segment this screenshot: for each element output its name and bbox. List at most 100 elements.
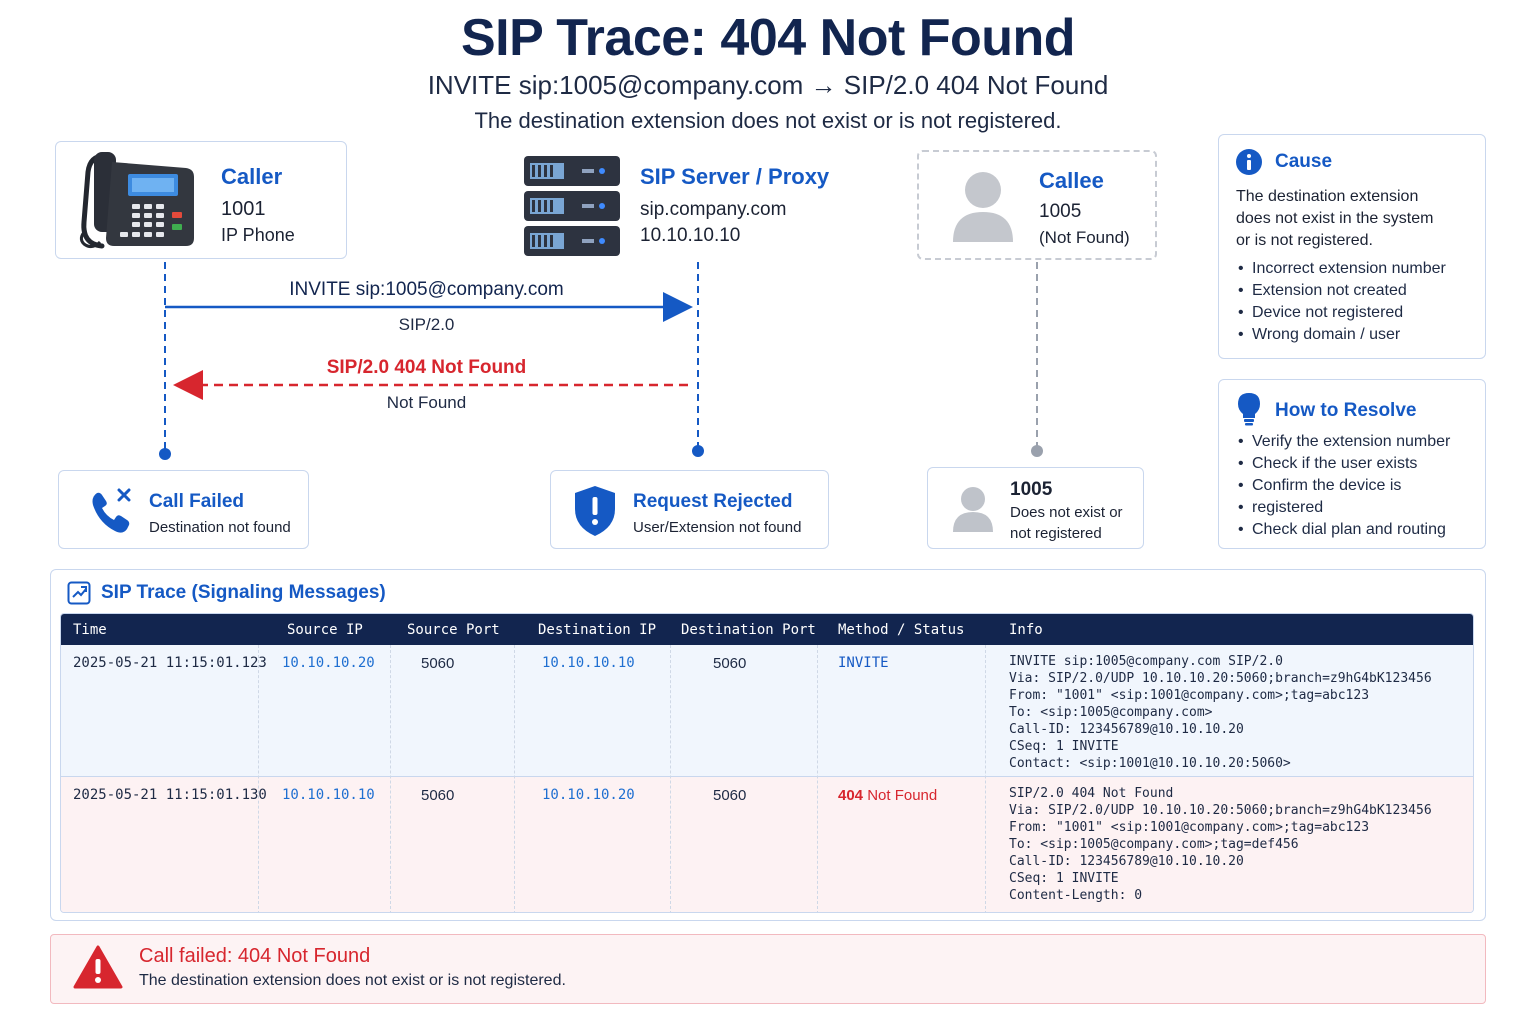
column-header-source-port: Source Port xyxy=(407,622,500,638)
page-description: The destination extension does not exist… xyxy=(474,108,1062,133)
invite-label: INVITE sip:1005@company.com xyxy=(289,279,564,300)
info-line: Via: SIP/2.0/UDP 10.10.10.20:5060;branch… xyxy=(1009,803,1432,818)
cause-panel: Cause The destination extension does not… xyxy=(1218,134,1486,359)
list-item: Confirm the device is xyxy=(1236,475,1450,497)
page-subtitle: INVITE sip:1005@company.com → SIP/2.0 40… xyxy=(427,70,1109,100)
caller-title: Caller xyxy=(221,164,283,189)
user-silhouette-icon xyxy=(953,487,993,532)
warning-triangle-icon xyxy=(73,945,123,989)
cell-source-port: 5060 xyxy=(421,655,455,672)
info-line: SIP/2.0 404 Not Found xyxy=(1009,786,1174,801)
server-title: SIP Server / Proxy xyxy=(640,164,830,189)
caller-number: 1001 xyxy=(221,198,266,220)
cause-list: Incorrect extension number Extension not… xyxy=(1236,258,1446,346)
caller-lifeline-end xyxy=(159,448,171,460)
cause-text-line: does not exist in the system xyxy=(1236,210,1434,227)
call-failed-text: Destination not found xyxy=(149,519,291,536)
cell-destination-port: 5060 xyxy=(713,655,747,672)
page-title: SIP Trace: 404 Not Found xyxy=(460,9,1076,67)
cell-time: 2025-05-21 11:15:01.123 xyxy=(73,655,267,671)
info-line: Call-ID: 123456789@10.10.10.20 xyxy=(1009,722,1244,737)
banner-title: Call failed: 404 Not Found xyxy=(139,945,371,967)
desk-phone-icon xyxy=(79,152,194,249)
shield-alert-icon xyxy=(575,486,615,536)
server-stack-icon xyxy=(524,156,620,256)
phone-x-icon xyxy=(92,488,131,533)
list-item: Extension not created xyxy=(1236,280,1446,302)
list-item: Check if the user exists xyxy=(1236,453,1450,475)
server-host: sip.company.com xyxy=(640,199,787,220)
column-header-info: Info xyxy=(1009,622,1043,638)
server-lifeline-end xyxy=(692,445,704,457)
response-sublabel: Not Found xyxy=(386,393,467,412)
info-icon xyxy=(1236,149,1262,175)
column-header-source-ip: Source IP xyxy=(287,622,363,638)
cell-source-ip: 10.10.10.20 xyxy=(282,655,375,671)
cell-destination-ip: 10.10.10.20 xyxy=(542,787,635,803)
caller-device: IP Phone xyxy=(221,225,295,245)
table-row[interactable]: 2025-05-21 11:15:01.123 10.10.10.20 5060… xyxy=(61,645,1473,777)
callee-status-line-2: not registered xyxy=(1010,525,1102,542)
sip-trace-title: SIP Trace (Signaling Messages) xyxy=(101,582,386,603)
cause-title: Cause xyxy=(1275,151,1333,172)
cause-text-line: The destination extension xyxy=(1236,188,1419,205)
cell-destination-ip: 10.10.10.10 xyxy=(542,655,635,671)
cell-source-ip: 10.10.10.10 xyxy=(282,787,375,803)
callee-card: Callee 1005 (Not Found) xyxy=(917,150,1157,260)
cell-method: INVITE xyxy=(838,655,889,671)
resolve-panel: How to Resolve Verify the extension numb… xyxy=(1218,379,1486,549)
request-rejected-title: Request Rejected xyxy=(633,491,793,512)
info-line: To: <sip:1005@company.com>;tag=def456 xyxy=(1009,837,1299,852)
callee-title: Callee xyxy=(1039,168,1104,193)
sip-server: SIP Server / Proxy sip.company.com 10.10… xyxy=(518,150,848,260)
status-text: Not Found xyxy=(867,787,938,804)
list-item: Verify the extension number xyxy=(1236,431,1450,453)
request-rejected-text: User/Extension not found xyxy=(633,519,802,536)
info-line: Contact: <sip:1001@10.10.10.20:5060> xyxy=(1009,756,1291,771)
info-line: From: "1001" <sip:1001@company.com>;tag=… xyxy=(1009,820,1370,835)
info-line: From: "1001" <sip:1001@company.com>;tag=… xyxy=(1009,688,1370,703)
status-code: 404 xyxy=(838,787,864,804)
callee-status-card: 1005 Does not exist or not registered xyxy=(927,467,1144,549)
table-row[interactable]: 2025-05-21 11:15:01.130 10.10.10.10 5060… xyxy=(61,777,1473,912)
column-divider xyxy=(390,645,391,912)
cell-time: 2025-05-21 11:15:01.130 xyxy=(73,787,267,803)
callee-lifeline-end xyxy=(1031,445,1043,457)
banner-text: The destination extension does not exist… xyxy=(139,972,566,989)
list-item-continuation: registered xyxy=(1236,497,1450,519)
resolve-list: Verify the extension number Check if the… xyxy=(1236,431,1450,541)
request-rejected-card: Request Rejected User/Extension not foun… xyxy=(550,470,829,549)
callee-status-number: 1005 xyxy=(1010,479,1053,500)
info-line: INVITE sip:1005@company.com SIP/2.0 xyxy=(1009,654,1283,669)
info-line: Via: SIP/2.0/UDP 10.10.10.20:5060;branch… xyxy=(1009,671,1432,686)
lightbulb-icon xyxy=(1238,393,1260,426)
cell-source-port: 5060 xyxy=(421,787,455,804)
callee-status-line-1: Does not exist or xyxy=(1010,504,1123,521)
info-line: To: <sip:1005@company.com> xyxy=(1009,705,1213,720)
column-divider xyxy=(817,645,818,912)
cause-text-line: or is not registered. xyxy=(1236,232,1373,249)
invite-sublabel: SIP/2.0 xyxy=(398,315,455,334)
resolve-title: How to Resolve xyxy=(1275,400,1417,421)
list-item: Wrong domain / user xyxy=(1236,324,1446,346)
column-divider xyxy=(514,645,515,912)
info-line: CSeq: 1 INVITE xyxy=(1009,871,1119,886)
column-divider xyxy=(258,645,259,912)
column-header-destination-ip: Destination IP xyxy=(538,622,657,638)
list-item: Device not registered xyxy=(1236,302,1446,324)
caller-card: Caller 1001 IP Phone xyxy=(55,141,347,259)
cause-text: The destination extension does not exist… xyxy=(1236,186,1433,252)
callee-number: 1005 xyxy=(1039,201,1082,222)
error-banner: Call failed: 404 Not Found The destinati… xyxy=(50,934,1486,1004)
table-header: Time Source IP Source Port Destination I… xyxy=(61,614,1473,645)
list-item: Incorrect extension number xyxy=(1236,258,1446,280)
info-line: CSeq: 1 INVITE xyxy=(1009,739,1119,754)
response-label: SIP/2.0 404 Not Found xyxy=(326,357,527,378)
sip-trace-table: Time Source IP Source Port Destination I… xyxy=(60,613,1474,913)
user-silhouette-icon xyxy=(953,172,1013,242)
info-line: Content-Length: 0 xyxy=(1009,888,1143,903)
column-header-destination-port: Destination Port xyxy=(681,622,816,638)
callee-status: (Not Found) xyxy=(1039,228,1130,247)
list-item: Check dial plan and routing xyxy=(1236,519,1450,541)
